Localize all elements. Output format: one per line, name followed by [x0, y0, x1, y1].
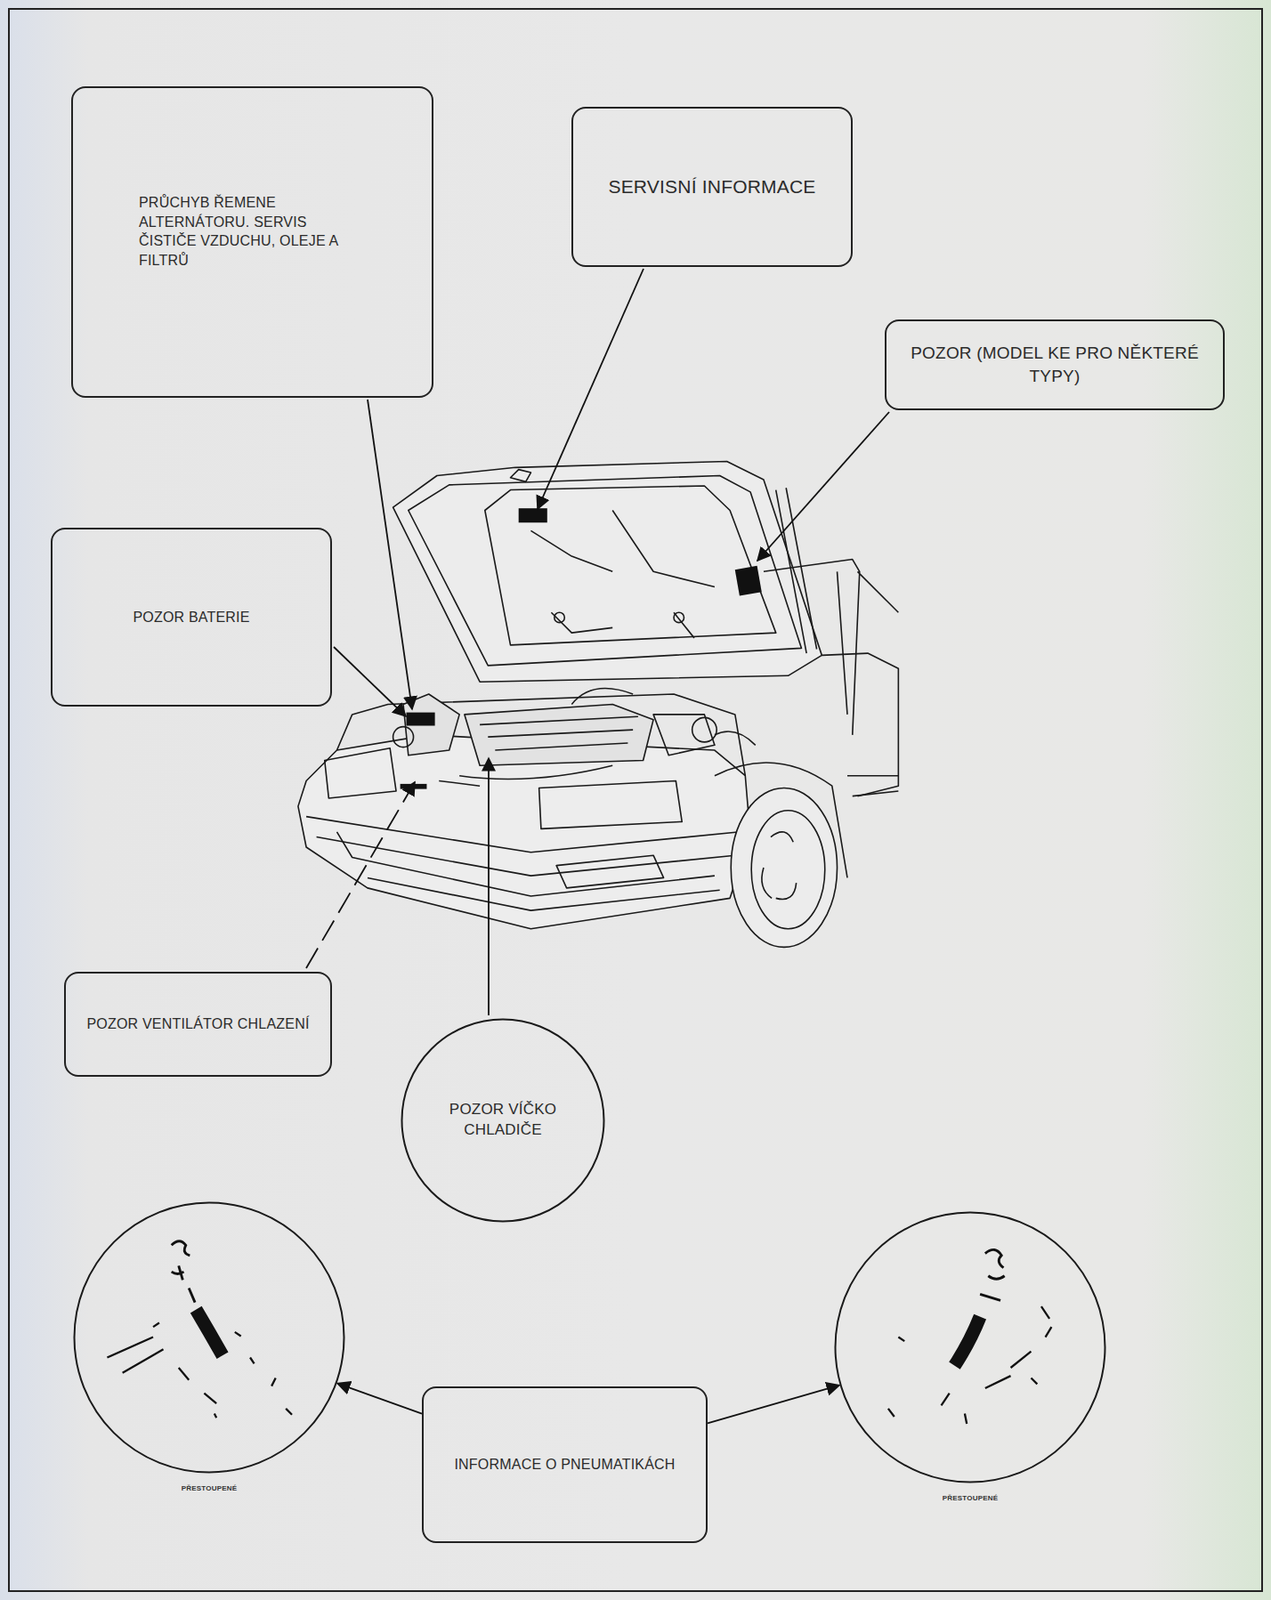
callout-text: POZOR VÍČKO CHLADIČE [436, 1100, 570, 1142]
leader-lines [306, 268, 890, 1016]
circle-outline [833, 1211, 1107, 1484]
callout-box: POZOR (MODEL KE PRO NĚKTERÉ TYPY) [884, 319, 1225, 411]
callout-box: SERVISNÍ INFORMACE [571, 106, 853, 268]
callout-text: POZOR VENTILÁTOR CHLAZENÍ [86, 1014, 309, 1035]
callout-text: POZOR BATERIE [132, 607, 250, 628]
tire-detail [106, 1241, 1052, 1425]
callout-text: SERVISNÍ INFORMACE [607, 174, 816, 200]
arrow-connector [337, 1384, 422, 1415]
circle-outline [72, 1201, 346, 1474]
circle-outline [400, 1018, 606, 1223]
callout-box: POZOR VENTILÁTOR CHLAZENÍ [64, 971, 332, 1077]
detail-circle: PŘESTOUPENÉ [833, 1211, 1107, 1519]
callout-box: PRŮCHYB ŘEMENE ALTERNÁTORU. SERVIS ČISTI… [71, 86, 434, 398]
arrow-connector [707, 1385, 840, 1425]
detail-label: PŘESTOUPENÉ [833, 1494, 1107, 1505]
callout-circle: POZOR VÍČKO CHLADIČE [400, 1018, 606, 1223]
callout-text: PRŮCHYB ŘEMENE ALTERNÁTORU. SERVIS ČISTI… [138, 193, 362, 270]
circle-outline [402, 1020, 605, 1223]
circle-outline [835, 1213, 1106, 1483]
callout-text: INFORMACE O PNEUMATIKÁCH [453, 1455, 675, 1475]
car [298, 461, 899, 948]
detail-label: PŘESTOUPENÉ [72, 1484, 346, 1495]
page-frame [8, 8, 1263, 1592]
callout-box: POZOR BATERIE [50, 527, 332, 707]
callout-box: INFORMACE O PNEUMATIKÁCH [421, 1386, 708, 1544]
detail-circle: PŘESTOUPENÉ [72, 1201, 346, 1509]
circle-outline [74, 1203, 345, 1474]
callout-text: POZOR (MODEL KE PRO NĚKTERÉ TYPY) [907, 341, 1202, 388]
